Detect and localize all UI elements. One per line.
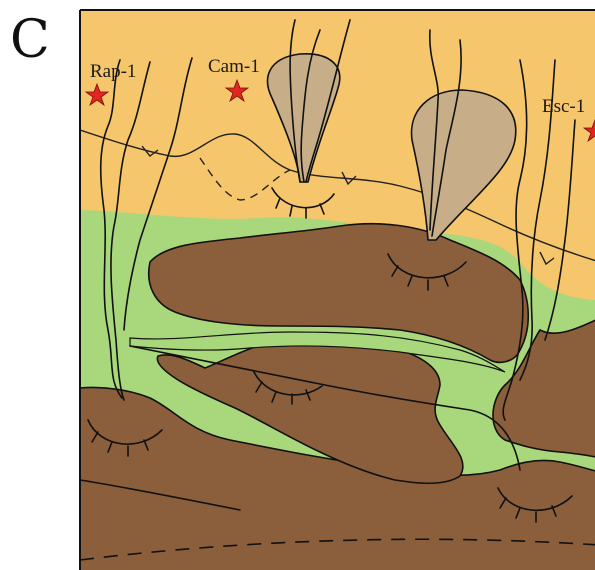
well-label-cam-1: Cam-1 bbox=[208, 56, 260, 77]
well-label-esc-1: Esc-1 bbox=[542, 96, 585, 117]
well-label-rap-1: Rap-1 bbox=[90, 61, 136, 82]
